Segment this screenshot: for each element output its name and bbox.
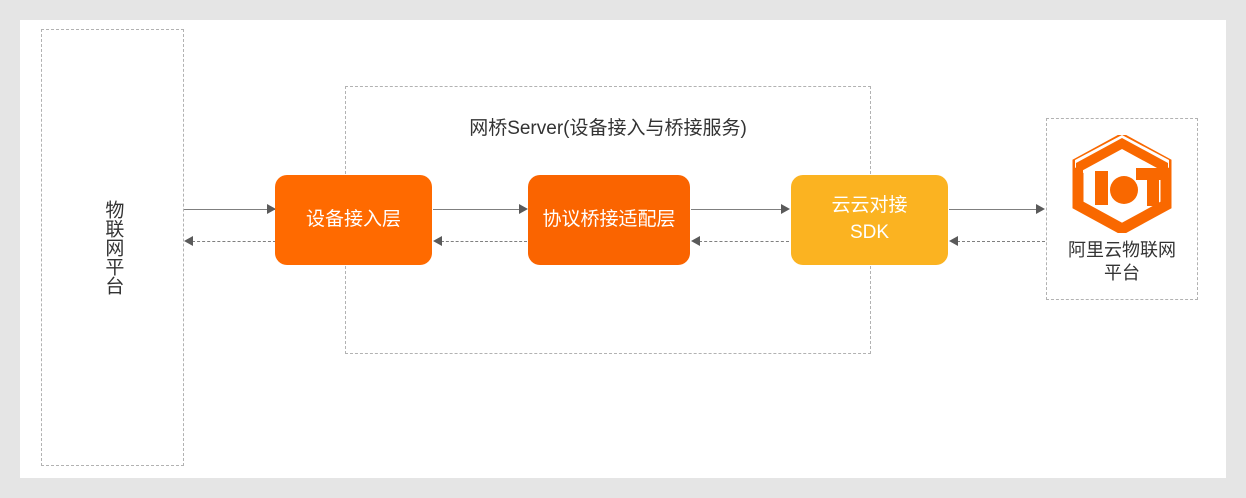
bridge-server-title: 网桥Server(设备接入与桥接服务)	[469, 118, 747, 139]
box-protocol-bridge-adapter-layer-label: 协议桥接适配层	[542, 208, 676, 230]
left-iot-platform-label: 物联网平台	[102, 200, 124, 295]
arrowhead-aliyun-to-cloud-sdk-icon	[949, 236, 958, 246]
aliyun-iot-platform-container: 阿里云物联网 平台	[1046, 118, 1198, 300]
aliyun-iot-platform-label-line2: 平台	[1104, 262, 1140, 283]
arrowhead-cloud-sdk-to-aliyun-icon	[1036, 204, 1045, 214]
arrowhead-device-access-to-platform-icon	[184, 236, 193, 246]
connector-aliyun-to-cloud-sdk	[957, 241, 1045, 242]
box-device-access-layer-label: 设备接入层	[305, 208, 401, 230]
connector-adapter-to-device-access	[441, 241, 527, 242]
arrowhead-device-access-to-adapter-icon	[519, 204, 528, 214]
arrowhead-platform-to-device-access-icon	[267, 204, 276, 214]
box-cloud-to-cloud-sdk-label: 云云对接 SDK	[831, 193, 907, 246]
connector-cloud-sdk-to-aliyun	[949, 209, 1038, 210]
arrowhead-cloud-sdk-to-adapter-icon	[691, 236, 700, 246]
connector-adapter-to-cloud-sdk	[691, 209, 783, 210]
connector-platform-to-device-access	[184, 209, 276, 210]
box-device-access-layer[interactable]: 设备接入层	[275, 175, 432, 265]
arrowhead-adapter-to-device-access-icon	[433, 236, 442, 246]
aliyun-iot-platform-label-line1: 阿里云物联网	[1068, 239, 1176, 260]
iot-hexagon-logo-icon	[1072, 135, 1172, 233]
box-cloud-to-cloud-sdk-label-line2: SDK	[849, 222, 890, 243]
arrowhead-adapter-to-cloud-sdk-icon	[781, 204, 790, 214]
diagram-canvas: 物联网平台 网桥Server(设备接入与桥接服务) 设备接入层 协议桥接适配层 …	[20, 20, 1226, 478]
box-protocol-bridge-adapter-layer[interactable]: 协议桥接适配层	[528, 175, 690, 265]
box-cloud-to-cloud-sdk-label-line1: 云云对接	[831, 195, 908, 217]
connector-cloud-sdk-to-adapter	[699, 241, 789, 242]
connector-device-access-to-adapter	[433, 209, 521, 210]
left-iot-platform-container: 物联网平台	[41, 29, 184, 466]
connector-device-access-to-platform	[192, 241, 276, 242]
box-cloud-to-cloud-sdk[interactable]: 云云对接 SDK	[791, 175, 948, 265]
aliyun-iot-platform-label: 阿里云物联网 平台	[1047, 239, 1197, 285]
